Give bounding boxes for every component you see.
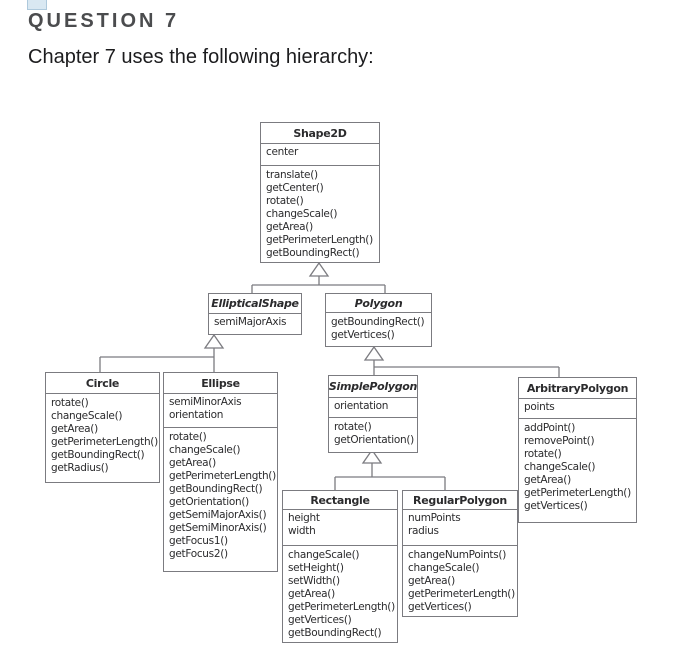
method-label: getPerimeterLength(): [288, 601, 395, 613]
class-title: Polygon: [326, 294, 431, 313]
method-label: getVertices(): [331, 329, 395, 341]
methods-compartment: changeNumPoints()changeScale()getArea()g…: [403, 546, 517, 616]
intro-text: Chapter 7 uses the following hierarchy:: [28, 46, 374, 68]
question-heading: QUESTION 7: [28, 10, 180, 32]
method-label: getArea(): [169, 457, 216, 469]
method-label: getVertices(): [288, 614, 352, 626]
methods-compartment: translate()getCenter()rotate()changeScal…: [261, 166, 379, 262]
method-label: changeScale(): [524, 461, 596, 473]
class-title: Ellipse: [164, 373, 277, 394]
method-label: getArea(): [524, 474, 571, 486]
method-label: setWidth(): [288, 575, 340, 587]
method-label: getArea(): [51, 423, 98, 435]
method-label: getVertices(): [408, 601, 472, 613]
method-label: getSemiMinorAxis(): [169, 522, 267, 534]
method-label: getArea(): [408, 575, 455, 587]
class-box-ellipticalshape: EllipticalShape semiMajorAxis: [208, 293, 302, 335]
method-label: getOrientation(): [334, 434, 414, 446]
method-label: getBoundingRect(): [331, 316, 425, 328]
methods-compartment: rotate()changeScale()getArea()getPerimet…: [46, 394, 159, 482]
method-label: getPerimeterLength(): [266, 234, 373, 246]
attributes-compartment: center: [261, 144, 379, 166]
methods-compartment: changeScale()setHeight()setWidth()getAre…: [283, 546, 397, 642]
method-label: changeScale(): [51, 410, 123, 422]
method-label: getPerimeterLength(): [169, 470, 276, 482]
class-box-arbitrarypolygon: ArbitraryPolygon points addPoint()removePo…: [518, 377, 637, 523]
method-label: getBoundingRect(): [169, 483, 263, 495]
attribute-label: points: [524, 401, 555, 413]
method-label: changeScale(): [169, 444, 241, 456]
attribute-label: width: [288, 525, 316, 537]
method-label: getCenter(): [266, 182, 324, 194]
class-title: Rectangle: [283, 491, 397, 510]
method-label: getOrientation(): [169, 496, 249, 508]
method-label: getArea(): [288, 588, 335, 600]
method-label: translate(): [266, 169, 318, 181]
attribute-label: semiMinorAxis: [169, 396, 242, 408]
inheritance-triangle-polygon: [363, 345, 385, 361]
method-label: getSemiMajorAxis(): [169, 509, 267, 521]
inheritance-triangle-ellipticalshape: [203, 333, 225, 349]
attributes-compartment: orientation: [329, 398, 417, 418]
method-label: changeScale(): [408, 562, 480, 574]
attribute-label: center: [266, 146, 298, 158]
method-label: removePoint(): [524, 435, 595, 447]
class-title: Circle: [46, 373, 159, 394]
class-title: EllipticalShape: [209, 294, 301, 314]
method-label: getBoundingRect(): [51, 449, 145, 461]
method-label: rotate(): [266, 195, 304, 207]
method-label: getFocus1(): [169, 535, 228, 547]
method-label: setHeight(): [288, 562, 344, 574]
attributes-compartment: semiMajorAxis: [209, 314, 301, 336]
methods-compartment: rotate()changeScale()getArea()getPerimet…: [164, 428, 277, 571]
attributes-compartment: points: [519, 399, 636, 419]
method-label: rotate(): [524, 448, 562, 460]
class-title: Shape2D: [261, 123, 379, 144]
attribute-label: orientation: [169, 409, 224, 421]
methods-compartment: getBoundingRect()getVertices(): [326, 313, 431, 346]
class-title: SimplePolygon: [329, 376, 417, 398]
attribute-label: radius: [408, 525, 439, 537]
method-label: getFocus2(): [169, 548, 228, 560]
method-label: rotate(): [334, 421, 372, 433]
method-label: getBoundingRect(): [288, 627, 382, 639]
method-label: changeScale(): [288, 549, 360, 561]
method-label: changeNumPoints(): [408, 549, 507, 561]
method-label: getBoundingRect(): [266, 247, 360, 259]
method-label: getVertices(): [524, 500, 588, 512]
inheritance-triangle-shape2d: [308, 261, 330, 277]
methods-compartment: rotate()getOrientation(): [329, 418, 417, 452]
class-title: ArbitraryPolygon: [519, 378, 636, 399]
method-label: rotate(): [51, 397, 89, 409]
method-label: addPoint(): [524, 422, 576, 434]
attribute-label: numPoints: [408, 512, 461, 524]
method-label: getRadius(): [51, 462, 109, 474]
method-label: changeScale(): [266, 208, 338, 220]
method-label: getArea(): [266, 221, 313, 233]
attribute-label: height: [288, 512, 320, 524]
class-title: RegularPolygon: [403, 491, 517, 510]
class-box-simplepolygon: SimplePolygon orientation rotate()getOrien…: [328, 375, 418, 453]
method-label: rotate(): [169, 431, 207, 443]
class-box-shape2d: Shape2D center translate()getCenter()rotat…: [260, 122, 380, 263]
method-label: getPerimeterLength(): [524, 487, 631, 499]
attribute-label: semiMajorAxis: [214, 316, 287, 328]
scrollbar-fragment: [27, 0, 47, 10]
methods-compartment: addPoint()removePoint()rotate()changeSca…: [519, 419, 636, 522]
method-label: getPerimeterLength(): [408, 588, 515, 600]
method-label: getPerimeterLength(): [51, 436, 158, 448]
attribute-label: orientation: [334, 400, 389, 412]
